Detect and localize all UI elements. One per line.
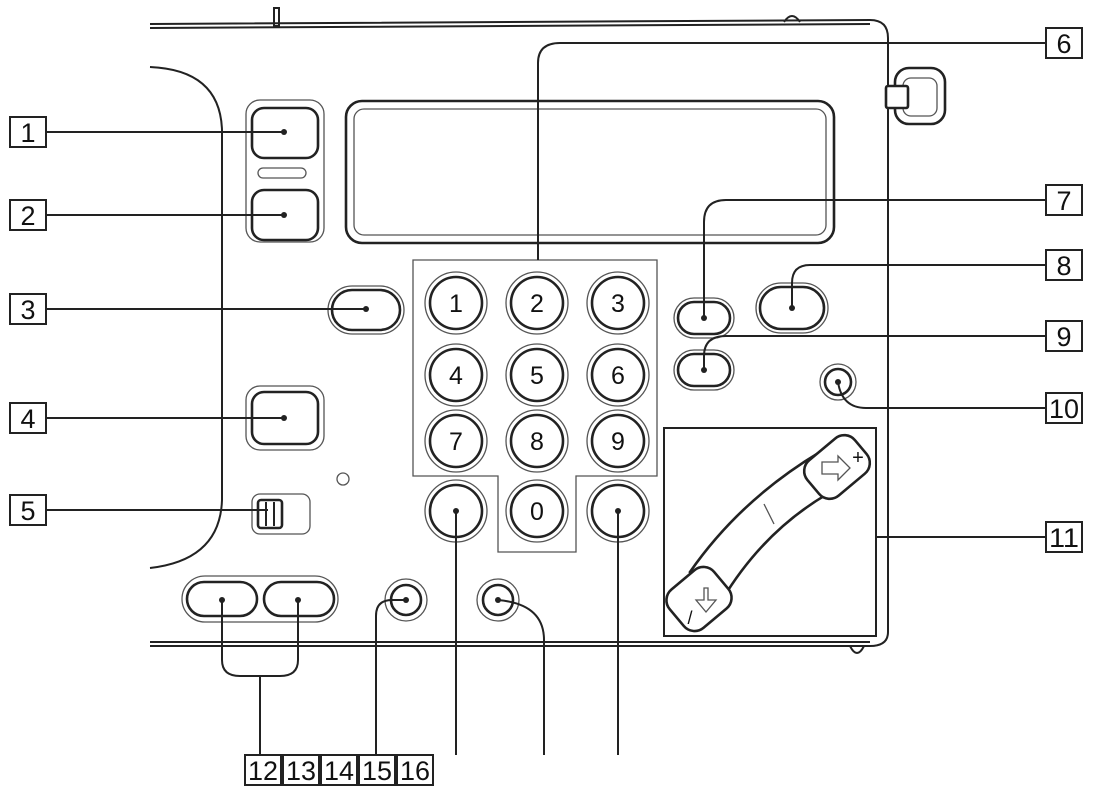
callout-6: 6 <box>1045 27 1083 59</box>
rocker-minus-button[interactable]: / <box>661 561 738 637</box>
device-body <box>149 7 947 654</box>
callout-13: 13 <box>282 754 320 786</box>
key-6[interactable]: 6 <box>586 343 650 407</box>
svg-text:6: 6 <box>1056 29 1071 59</box>
keypad-frame <box>412 259 658 553</box>
slide-switch-5[interactable] <box>251 493 311 535</box>
key-2[interactable]: 2 <box>505 271 569 335</box>
key-9-label: 9 <box>611 428 625 456</box>
svg-text:13: 13 <box>286 756 316 786</box>
key-9[interactable]: 9 <box>586 409 650 473</box>
key-8-label: 8 <box>530 428 544 456</box>
key-8[interactable]: 8 <box>505 409 569 473</box>
svg-text:2: 2 <box>20 201 35 231</box>
svg-text:11: 11 <box>1049 523 1079 553</box>
key-7-label: 7 <box>449 428 463 456</box>
svg-text:4: 4 <box>20 404 35 434</box>
callout-14: 14 <box>320 754 358 786</box>
key-3[interactable]: 3 <box>586 271 650 335</box>
key-4[interactable]: 4 <box>424 343 488 407</box>
key-1-label: 1 <box>449 290 463 318</box>
callout-10: 10 <box>1045 392 1083 424</box>
rocker-panel <box>663 427 877 637</box>
key-1[interactable]: 1 <box>424 271 488 335</box>
key-7[interactable]: 7 <box>424 409 488 473</box>
leader-lines <box>46 42 1046 755</box>
rocker-minus-label: / <box>687 608 692 628</box>
key-6-label: 6 <box>611 362 625 390</box>
svg-text:10: 10 <box>1049 394 1079 424</box>
callout-8: 8 <box>1045 249 1083 281</box>
callout-3: 3 <box>9 293 47 325</box>
callout-15: 15 <box>358 754 396 786</box>
svg-text:3: 3 <box>20 295 35 325</box>
svg-text:5: 5 <box>20 496 35 526</box>
callout-9: 9 <box>1045 320 1083 352</box>
svg-text:9: 9 <box>1056 322 1071 352</box>
key-0-label: 0 <box>530 498 544 526</box>
key-5[interactable]: 5 <box>505 343 569 407</box>
side-switch[interactable] <box>884 66 947 126</box>
button-group-frame <box>245 99 325 243</box>
button-divider <box>257 167 307 179</box>
display-window <box>344 99 836 245</box>
svg-text:15: 15 <box>362 756 392 786</box>
bottom-button-frame <box>181 575 339 623</box>
key-5-label: 5 <box>530 362 544 390</box>
svg-text:16: 16 <box>400 756 430 786</box>
callout-4: 4 <box>9 402 47 434</box>
callout-12: 12 <box>244 754 282 786</box>
callout-5: 5 <box>9 494 47 526</box>
callout-2: 2 <box>9 199 47 231</box>
svg-text:8: 8 <box>1056 251 1071 281</box>
svg-text:12: 12 <box>248 756 278 786</box>
svg-text:7: 7 <box>1056 186 1071 216</box>
callout-1: 1 <box>9 116 47 148</box>
indicator-hole <box>336 472 350 486</box>
callout-7: 7 <box>1045 184 1083 216</box>
key-0[interactable]: 0 <box>505 479 569 543</box>
key-2-label: 2 <box>530 290 544 318</box>
callout-11: 11 <box>1045 521 1083 553</box>
key-3-label: 3 <box>611 290 625 318</box>
key-4-label: 4 <box>449 362 463 390</box>
callout-16: 16 <box>396 754 434 786</box>
svg-text:1: 1 <box>20 118 35 148</box>
svg-text:14: 14 <box>324 756 354 786</box>
rocker-plus-button[interactable]: + <box>798 429 875 504</box>
rocker-plus-label: + <box>852 447 864 469</box>
